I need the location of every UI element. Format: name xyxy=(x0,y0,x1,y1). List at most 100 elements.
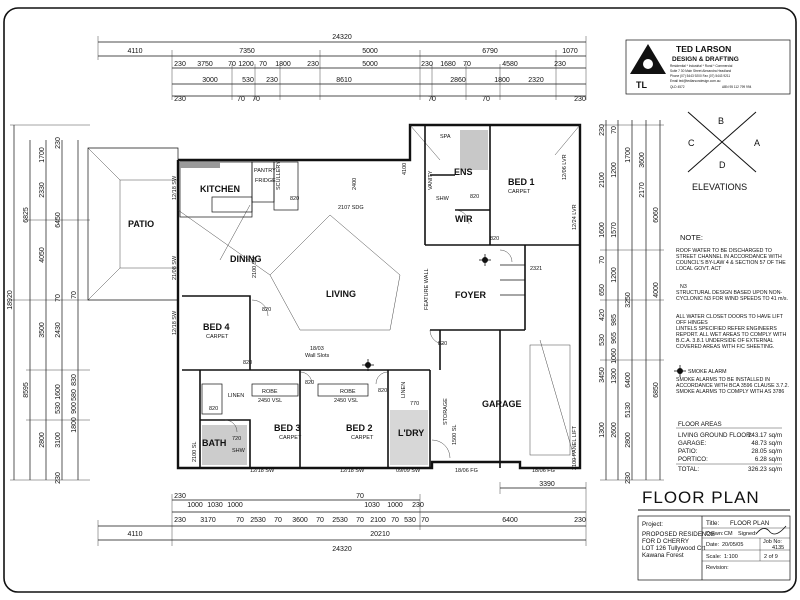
right-dim: 6850 xyxy=(653,382,660,398)
top-dim: 1200 xyxy=(238,61,254,68)
door-label: 820 xyxy=(290,196,299,202)
room-garage: GARAGE xyxy=(482,399,522,409)
door-label: 820 xyxy=(305,380,314,386)
bed3-floor: CARPET xyxy=(279,435,302,441)
area-total-label: TOTAL: xyxy=(678,466,699,473)
left-dim: 530 xyxy=(55,402,62,414)
left-dim: 1800 xyxy=(71,417,78,433)
company-logo-icon: TL xyxy=(630,44,666,90)
plan-annotations: ROBE 2450 VSL ROBE 2450 VSL FEATURE WALL… xyxy=(172,134,578,474)
compass-c: C xyxy=(688,138,695,148)
window-label: 12/18 SW xyxy=(250,468,275,474)
right-dim: 3450 xyxy=(599,367,606,383)
logo-letters: TL xyxy=(636,80,647,90)
top-dim: 4580 xyxy=(502,61,518,68)
top-dim: 1070 xyxy=(562,48,578,55)
bottom-dim: 230 xyxy=(174,517,186,524)
room-kitchen: KITCHEN xyxy=(200,184,240,194)
date-value: 20/05/05 xyxy=(722,542,743,548)
floor-areas-heading: FLOOR AREAS xyxy=(678,421,722,428)
compass-a: A xyxy=(754,138,760,148)
window-label: 18/06 FG xyxy=(455,468,478,474)
area-row-value: 28.05 sq/m xyxy=(751,448,782,455)
left-dim: 1600 xyxy=(55,384,62,400)
scullery-room xyxy=(273,161,299,211)
top-dim: 1680 xyxy=(440,61,456,68)
project-line: FOR D CHERRY xyxy=(642,538,689,545)
level-label: 2100 SN xyxy=(252,257,258,278)
room-bed1: BED 1 xyxy=(508,177,535,187)
bed2-floor: CARPET xyxy=(351,435,374,441)
ensuite-tiles xyxy=(460,130,488,170)
sheet-value: 2 of 9 xyxy=(764,554,778,560)
bath-tiles xyxy=(202,425,247,465)
top-overall-dim: 24320 xyxy=(332,34,352,41)
window-label: 12/18 SW xyxy=(172,175,178,200)
job-value: 4135 xyxy=(772,545,784,551)
right-dim: 230 xyxy=(625,472,632,484)
vanity-label: VANITY xyxy=(428,170,434,190)
top-dim: 3750 xyxy=(197,61,213,68)
right-dim: 1200 xyxy=(611,267,618,283)
feature-wall-label: FEATURE WALL xyxy=(424,268,430,310)
room-wir: WIR xyxy=(455,214,473,224)
right-dim: 3250 xyxy=(625,292,632,308)
right-dim: 70 xyxy=(611,126,618,134)
bottom-dim: 70 xyxy=(316,517,324,524)
left-dim: 6450 xyxy=(55,212,62,228)
bottom-dim: 3600 xyxy=(292,517,308,524)
room-ens: ENS xyxy=(454,167,473,177)
smoke-alarm-icon xyxy=(674,365,686,377)
top-dim: 70 xyxy=(252,96,260,103)
right-dim: 6060 xyxy=(653,207,660,223)
top-dim: 230 xyxy=(307,61,319,68)
robe-bed3 xyxy=(251,383,299,397)
top-dim: 1800 xyxy=(275,61,291,68)
shower-label: SHW xyxy=(436,196,450,202)
room-dining: DINING xyxy=(230,254,262,264)
note-hinges: ALL WATER CLOSET DOORS TO HAVE LIFT OFF … xyxy=(676,314,783,326)
kitchen-bench xyxy=(180,162,220,168)
note-wind-tag: N3 xyxy=(680,284,687,290)
room-bed4: BED 4 xyxy=(203,322,230,332)
building xyxy=(87,123,582,470)
top-dim: 530 xyxy=(242,77,254,84)
roof-lines xyxy=(177,124,581,461)
bottom-dim: 2530 xyxy=(250,517,266,524)
elevations-compass: B A C D ELEVATIONS xyxy=(687,111,760,192)
left-dim: 6825 xyxy=(23,207,30,223)
bottom-dim: 230 xyxy=(412,502,424,509)
signed-label: Signed: xyxy=(738,531,757,537)
note-smoke: SMOKE ALARMS TO BE INSTALLED IN ACCORDAN… xyxy=(676,377,790,395)
title-block: Project: PROPOSED RESIDENCE FOR D CHERRY… xyxy=(637,515,791,581)
window-label: 18/06 FG xyxy=(532,468,555,474)
door-label: 2100 SL xyxy=(192,442,198,463)
smoke-alarm-label: SMOKE ALARM xyxy=(688,369,727,375)
wall-slots-label: Wall Slots xyxy=(305,353,329,359)
left-dim: 70 xyxy=(55,294,62,302)
door-label: 820 xyxy=(490,236,499,242)
right-dim: 2600 xyxy=(611,422,618,438)
company-tagline: DESIGN & DRAFTING xyxy=(672,56,739,63)
top-dim: 230 xyxy=(174,61,186,68)
right-dim: 1570 xyxy=(611,222,618,238)
note-lintels: LINTELS SPECIFIED REFER ENGINEERS REPORT… xyxy=(676,326,787,350)
top-dim: 3000 xyxy=(202,77,218,84)
scale-label: Scale: xyxy=(706,554,722,560)
left-dim: 580 xyxy=(71,389,78,401)
note-roof-water: ROOF WATER TO BE DISCHARGED TO STREET CH… xyxy=(676,248,786,272)
top-dim: 70 xyxy=(237,96,245,103)
room-linen: LINEN xyxy=(228,393,244,399)
top-dim: 230 xyxy=(266,77,278,84)
right-dimensions: 6060 4000 6850 2170 3600 3250 6400 70 12… xyxy=(599,120,664,484)
top-dim: 2860 xyxy=(450,77,466,84)
right-dim: 1300 xyxy=(599,422,606,438)
dim-label: 2400 xyxy=(352,178,358,190)
door-label: 820 xyxy=(470,194,479,200)
door-label: 820 xyxy=(438,341,447,347)
room-pantry: PANTRY xyxy=(254,168,276,174)
page-title: FLOOR PLAN xyxy=(642,488,760,507)
bottom-dim: 2530 xyxy=(332,517,348,524)
bottom-dim: 70 xyxy=(356,493,364,500)
